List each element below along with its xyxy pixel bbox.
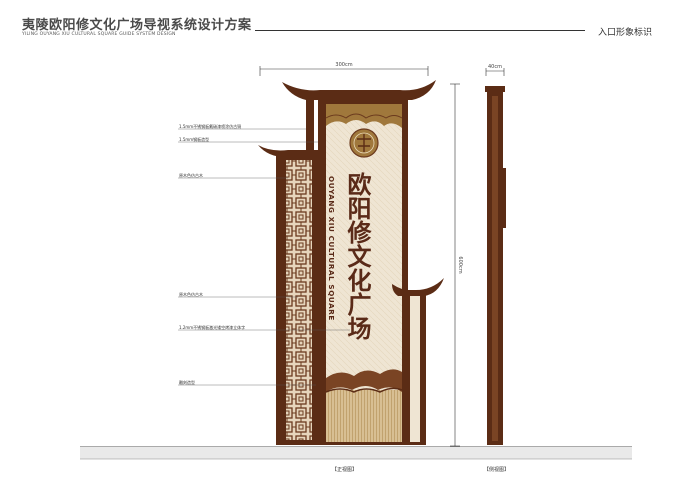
height-label: 600cm xyxy=(457,256,463,273)
side-sign xyxy=(485,86,506,445)
header-divider xyxy=(255,30,585,31)
wave-decoration xyxy=(326,369,402,392)
page-title: 夷陵欧阳修文化广场导视系统设计方案 xyxy=(22,18,252,33)
annotation-5: 1.2mm不锈钢板激光镂空烤漆立体字 xyxy=(179,325,246,330)
left-roof xyxy=(258,145,324,157)
depth-dimension xyxy=(485,68,505,76)
ground-line xyxy=(80,446,632,460)
front-view-caption: 【正视图】 xyxy=(332,467,358,473)
width-label: 300cm xyxy=(335,62,352,68)
annotation-leaders xyxy=(178,128,350,386)
annotation-1: 1.5mm不锈钢板氟碳漆喷涂仿古铜 xyxy=(179,124,242,129)
side-view-caption: 【侧视图】 xyxy=(484,467,510,473)
depth-label: 40cm xyxy=(488,64,502,70)
width-dimension xyxy=(259,66,429,76)
height-dimension xyxy=(450,83,460,447)
front-sign xyxy=(258,80,444,445)
bottom-slats xyxy=(326,390,402,442)
left-lattice xyxy=(286,160,312,440)
annotation-6: 雕刻造型 xyxy=(179,380,195,385)
right-roof xyxy=(392,278,444,296)
sign-english-title: OUYANG XIU CULTURAL SQUARE xyxy=(327,176,336,321)
annotation-2: 1.5mm钢板造型 xyxy=(179,137,210,142)
top-roof xyxy=(282,80,436,100)
annotation-3: 原木色仿古木 xyxy=(179,173,203,178)
sign-chinese-title: 欧阳修文化广场 xyxy=(343,172,372,340)
section-title: 入口形象标识 xyxy=(598,28,653,38)
annotation-4: 原木色仿古木 xyxy=(179,292,203,297)
page-subtitle: YILING OUYANG XIU CULTURAL SQUARE GUIDE … xyxy=(22,32,176,37)
